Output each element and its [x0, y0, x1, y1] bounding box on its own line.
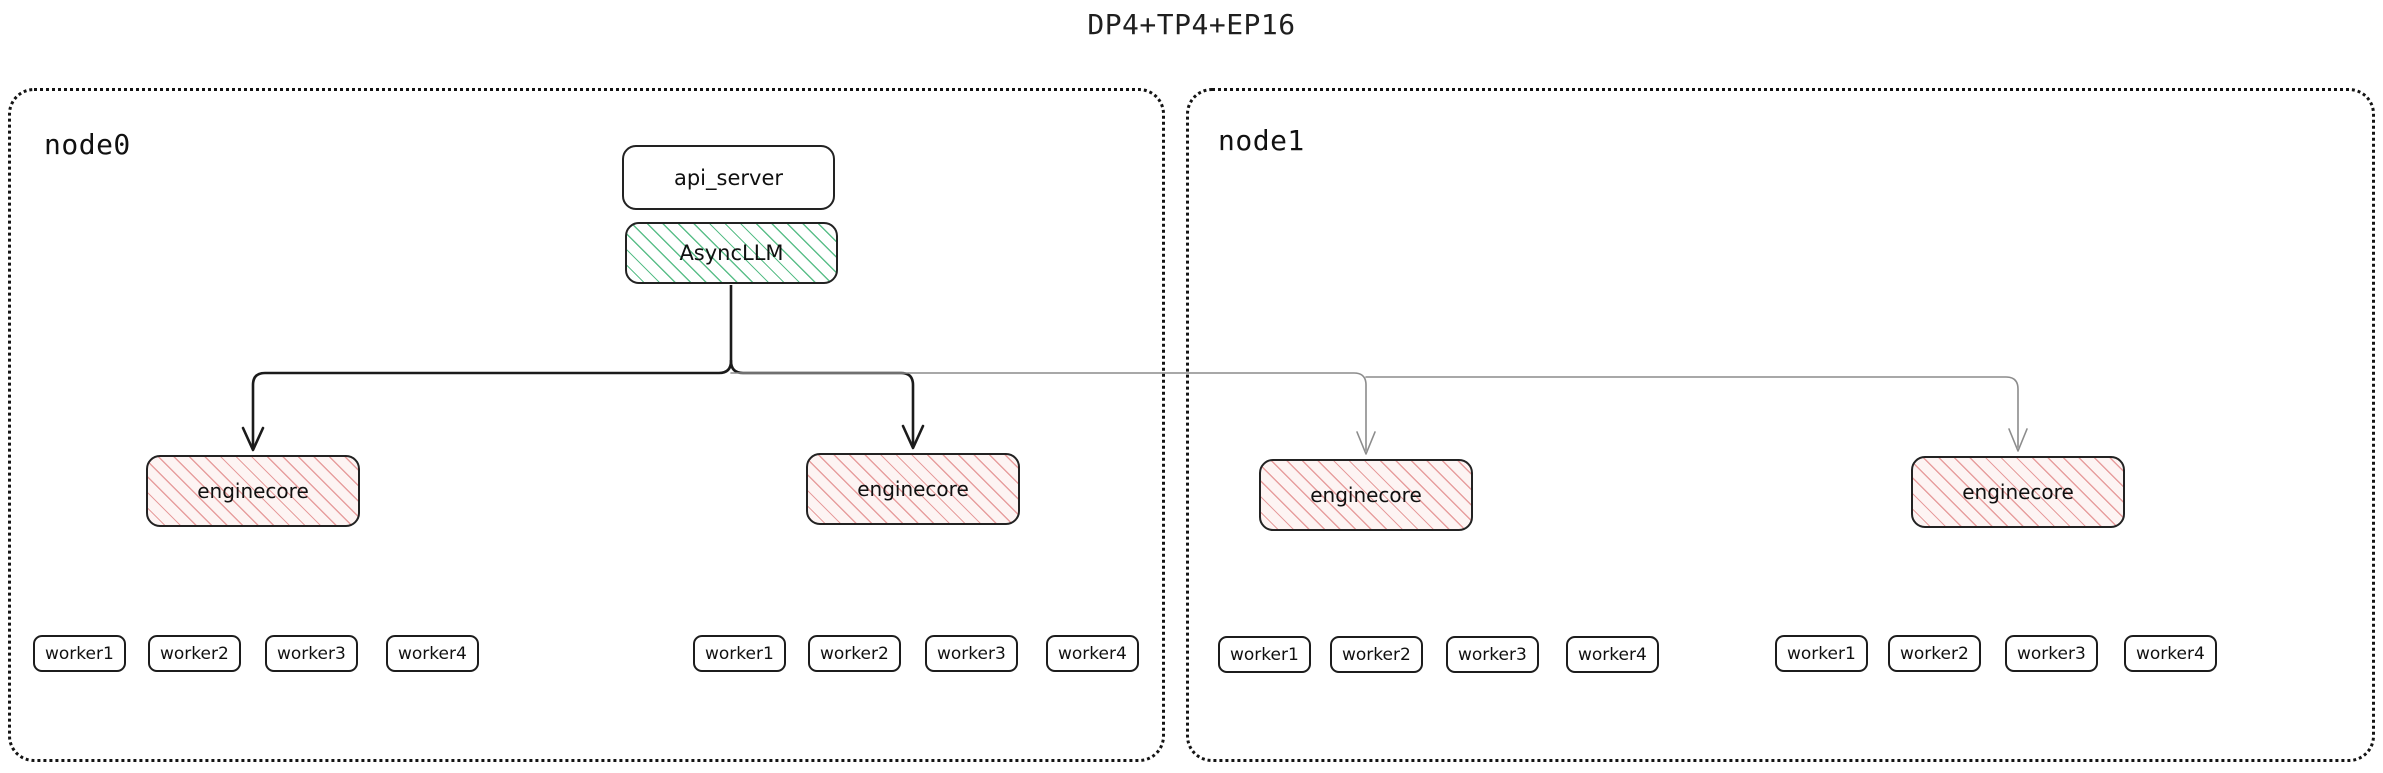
worker-box-node1-g1-2[interactable]: worker2: [1888, 635, 1981, 672]
worker-box-node1-g0-2[interactable]: worker2: [1330, 636, 1423, 673]
worker-box-node1-g0-1[interactable]: worker1: [1218, 636, 1311, 673]
worker-box-node1-g1-4[interactable]: worker4: [2124, 635, 2217, 672]
node-label-node0: node0: [44, 128, 131, 161]
worker-box-node1-g1-3[interactable]: worker3: [2005, 635, 2098, 672]
worker-box-node0-g0-3[interactable]: worker3: [265, 635, 358, 672]
enginecore-box-node0-1[interactable]: enginecore: [806, 453, 1020, 525]
node-label-node1: node1: [1218, 124, 1305, 157]
worker-box-node0-g0-1[interactable]: worker1: [33, 635, 126, 672]
page-title: DP4+TP4+EP16: [1087, 8, 1296, 41]
asyncllm-box[interactable]: AsyncLLM: [625, 222, 838, 284]
worker-box-node0-g1-4[interactable]: worker4: [1046, 635, 1139, 672]
worker-box-node1-g1-1[interactable]: worker1: [1775, 635, 1868, 672]
worker-box-node0-g1-2[interactable]: worker2: [808, 635, 901, 672]
worker-box-node0-g1-1[interactable]: worker1: [693, 635, 786, 672]
worker-box-node1-g0-4[interactable]: worker4: [1566, 636, 1659, 673]
enginecore-box-node1-1[interactable]: enginecore: [1911, 456, 2125, 528]
worker-box-node0-g0-2[interactable]: worker2: [148, 635, 241, 672]
enginecore-box-node1-0[interactable]: enginecore: [1259, 459, 1473, 531]
enginecore-box-node0-0[interactable]: enginecore: [146, 455, 360, 527]
worker-box-node1-g0-3[interactable]: worker3: [1446, 636, 1539, 673]
worker-box-node0-g1-3[interactable]: worker3: [925, 635, 1018, 672]
worker-box-node0-g0-4[interactable]: worker4: [386, 635, 479, 672]
api-server-box[interactable]: api_server: [622, 145, 835, 210]
